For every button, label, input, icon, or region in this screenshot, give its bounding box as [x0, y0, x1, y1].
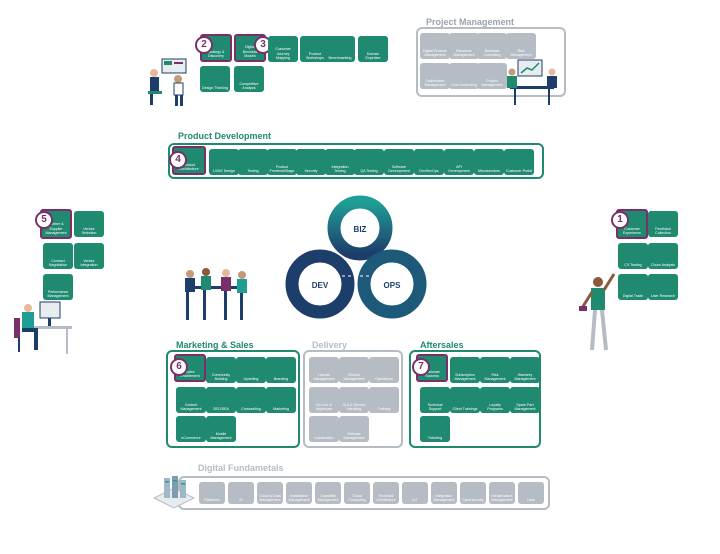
marketing-sales-frame [166, 350, 300, 448]
pm-tile[interactable]: Digital Process Management [420, 33, 450, 59]
bizdevops-cycle: BIZ DEV OPS [285, 195, 427, 319]
pm-tile[interactable]: Cost Controlling [449, 63, 479, 89]
aftersales-tile[interactable]: Subscription Management [450, 357, 480, 383]
product-dev-tile[interactable]: Customer Portal [504, 149, 534, 175]
marketing-tile[interactable]: Upselling [236, 357, 266, 383]
delivery-tile[interactable]: Rollout Management [339, 357, 369, 383]
desk-worker-illustration [14, 301, 72, 354]
cx-tile[interactable]: CX Testing [618, 243, 648, 269]
fundamentals-tile[interactable]: Installation Management [286, 482, 312, 504]
product-dev-tile[interactable]: API Development [444, 149, 474, 175]
pm-tile[interactable]: Project Management [477, 63, 507, 89]
product-dev-tile[interactable]: Software Development [384, 149, 414, 175]
pm-tile[interactable]: Stakeholder Management [420, 63, 450, 89]
product-dev-tile[interactable]: Product Frontend/Stage [267, 149, 297, 175]
badge-1: 1 [611, 211, 629, 229]
delivery-tile[interactable]: SLA & Service Handling [339, 387, 369, 413]
marketing-tile[interactable]: SEO/SEA [206, 387, 236, 413]
marketing-tile[interactable]: Branding [266, 357, 296, 383]
ops-loop [357, 249, 427, 319]
cx-tile[interactable]: Feedback Collection [648, 211, 678, 237]
fundamentals-tile[interactable]: AI [228, 482, 254, 504]
delivery-tile[interactable]: Operations [369, 357, 399, 383]
delivery-title: Delivery [312, 340, 348, 350]
fundamentals-tile[interactable]: Capability Management [315, 482, 341, 504]
strategy-team-illustration [148, 58, 187, 106]
strategy-discovery-tile[interactable]: Strategy & Discovery [200, 34, 232, 62]
strategy-tile[interactable]: Customer Journey Mapping [268, 36, 298, 62]
strategy-tile[interactable]: Benchmarking [325, 36, 355, 62]
aftersales-tile[interactable]: Spare Part Management [510, 387, 540, 413]
cheering-person-illustration [579, 273, 616, 351]
marketing-tile[interactable]: Mobile Management [206, 416, 236, 442]
pm-tile[interactable]: Risk Management [506, 33, 536, 59]
strategy-tile[interactable]: Domain Expertise [358, 36, 388, 62]
partner-tile[interactable]: Performance Management [43, 274, 73, 300]
biz-loop [327, 195, 393, 261]
project-management-title: Project Management [426, 17, 515, 27]
aftersales-tile[interactable]: Risk Management [480, 357, 510, 383]
product-dev-tile[interactable]: QA Testing [354, 149, 384, 175]
aftersales-title: Aftersales [420, 340, 464, 350]
product-dev-tile[interactable]: Security [296, 149, 326, 175]
marketing-tile[interactable]: Community Building [206, 357, 236, 383]
product-development-title: Product Development [178, 131, 272, 141]
marketing-tile[interactable]: Marketing [266, 387, 296, 413]
ops-label: OPS [384, 281, 402, 290]
badge-4: 4 [169, 151, 187, 169]
fundamentals-tile[interactable]: IoT [402, 482, 428, 504]
fundamentals-tile[interactable]: Cybersecurity [460, 482, 486, 504]
project-management-frame [416, 27, 566, 97]
badge-6: 6 [170, 358, 188, 376]
product-dev-tile[interactable]: Testing [238, 149, 268, 175]
strategy-tile[interactable]: Design Thinking [200, 66, 230, 92]
delivery-tile[interactable]: Localization [309, 416, 339, 442]
badge-5: 5 [35, 211, 53, 229]
partner-tile[interactable]: Vendor Selection [74, 211, 104, 237]
aftersales-frame [409, 350, 541, 448]
fundamentals-tile[interactable]: Infrastructure Management [489, 482, 515, 504]
fundamentals-tile[interactable]: Platforms [199, 482, 225, 504]
product-dev-tile[interactable]: UI/UX Design [209, 149, 239, 175]
partner-tile[interactable]: Contract Negotiation [43, 243, 73, 269]
fundamentals-tile[interactable]: Technical Architecture [373, 482, 399, 504]
fundamentals-tile[interactable]: Data [518, 482, 544, 504]
delivery-tile[interactable]: Go-Live & Hypercare [309, 387, 339, 413]
team-illustration [185, 268, 247, 320]
server-icon [152, 476, 196, 509]
marketing-tile[interactable]: eCommerce [176, 416, 206, 442]
aftersales-tile[interactable]: Ticketing [420, 416, 450, 442]
fundamentals-tile[interactable]: Cloud Computing [344, 482, 370, 504]
marketing-tile[interactable]: Crossselling [236, 387, 266, 413]
badge-7: 7 [412, 358, 430, 376]
pm-meeting-illustration [507, 59, 557, 105]
aftersales-tile[interactable]: Client Trainings [450, 387, 480, 413]
delivery-tile[interactable]: Training [369, 387, 399, 413]
pm-tile[interactable]: Resource Management [449, 33, 479, 59]
biz-label: BIZ [354, 225, 367, 234]
delivery-frame [303, 350, 403, 448]
delivery-tile[interactable]: License Management [309, 357, 339, 383]
dev-label: DEV [312, 281, 329, 290]
strategy-tile[interactable]: Competitive Analysis [234, 66, 264, 92]
fundamentals-tile[interactable]: Integration Management [431, 482, 457, 504]
marketing-sales-title: Marketing & Sales [176, 340, 254, 350]
cx-tile[interactable]: Churn Analysis [648, 243, 678, 269]
product-dev-tile[interactable]: Integration Testing [325, 149, 355, 175]
product-dev-tile[interactable]: Microservices [474, 149, 504, 175]
partner-tile[interactable]: Vendor Integration [74, 243, 104, 269]
badge-2: 2 [195, 36, 213, 54]
product-dev-tile[interactable]: DevSecOps [414, 149, 444, 175]
cx-tile[interactable]: User Research [648, 274, 678, 300]
delivery-tile[interactable]: Release Management [339, 416, 369, 442]
aftersales-tile[interactable]: Technical Support [420, 387, 450, 413]
dev-loop [285, 249, 355, 319]
aftersales-tile[interactable]: Warranty Management [510, 357, 540, 383]
pm-tile[interactable]: Business Consulting [477, 33, 507, 59]
cx-tile[interactable]: Digital Trade [618, 274, 648, 300]
marketing-tile[interactable]: Content Management [176, 387, 206, 413]
fundamentals-tile[interactable]: Cloud & Data Management [257, 482, 283, 504]
aftersales-tile[interactable]: Loyalty Programs [480, 387, 510, 413]
digital-fundamentals-title: Digital Fundametals [198, 463, 284, 473]
